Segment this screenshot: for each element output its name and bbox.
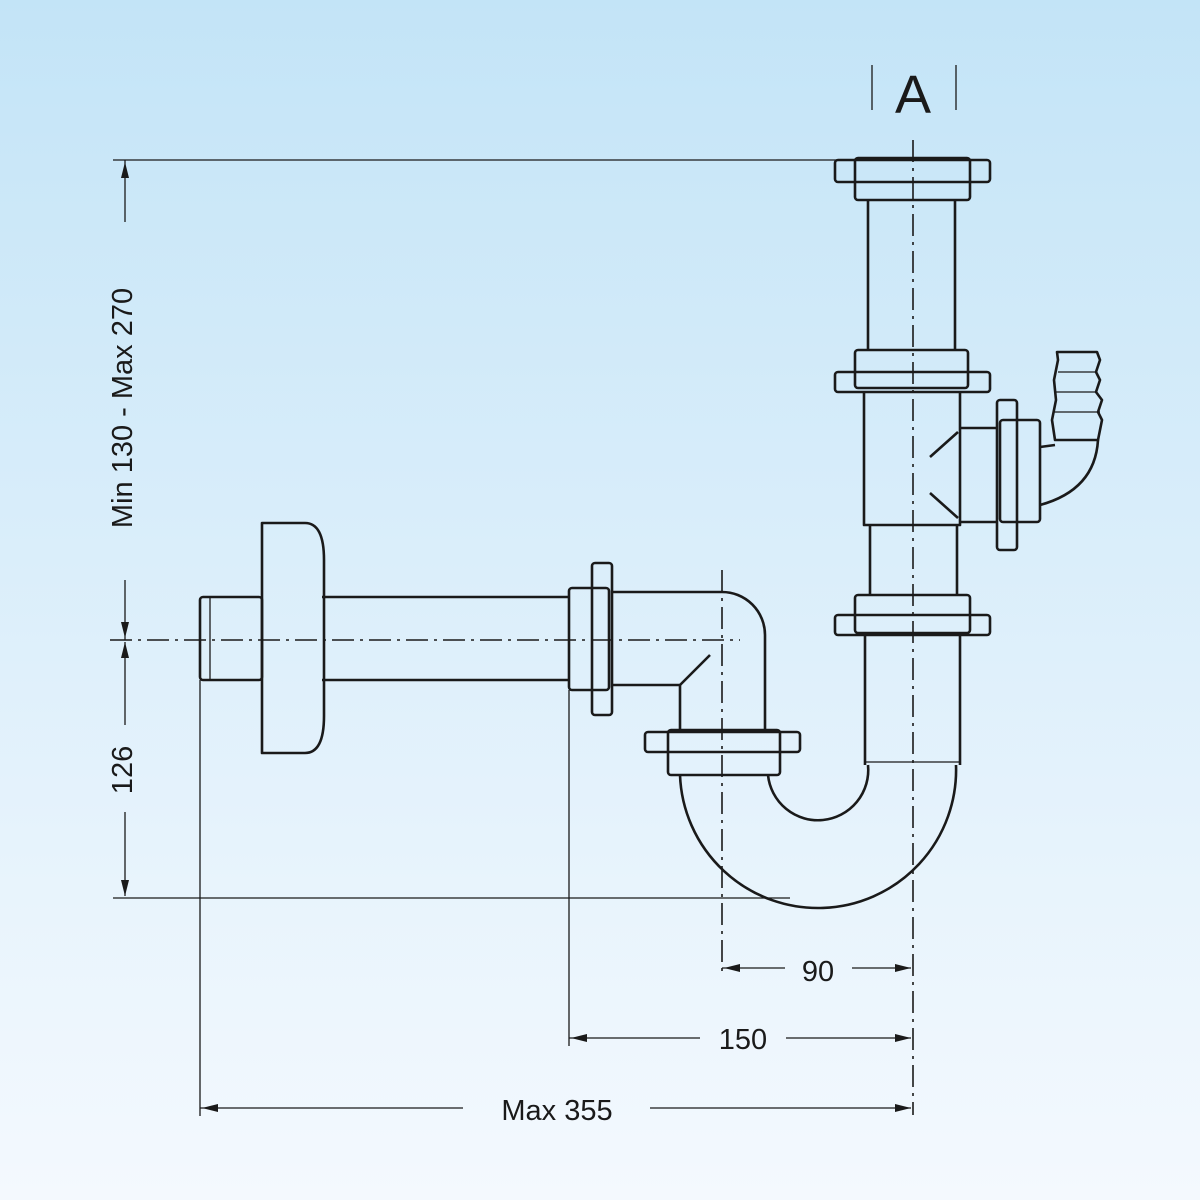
section-marker-a: A xyxy=(871,65,957,125)
section-label: A xyxy=(895,65,931,125)
centerlines xyxy=(110,140,914,1115)
lower-vertical-tube xyxy=(833,525,992,765)
horizontal-dimensions: 90 150 Max 355 xyxy=(200,956,911,1127)
sink-inlet xyxy=(833,156,992,350)
tee-connector xyxy=(862,392,1042,552)
outlet-elbow xyxy=(612,590,767,730)
outlet-height-label: 126 xyxy=(107,746,139,794)
horizontal-pipe xyxy=(322,595,569,682)
max-length-label: Max 355 xyxy=(501,1095,612,1127)
trap-nut xyxy=(643,728,802,777)
outlet-nut xyxy=(567,561,614,717)
hose-connector xyxy=(1039,350,1104,507)
trap-offset-label: 90 xyxy=(802,956,834,988)
height-dimension: Min 130 - Max 270 126 xyxy=(107,160,139,896)
wall-rosette xyxy=(198,521,326,755)
upper-nut xyxy=(833,348,992,394)
u-bend xyxy=(678,764,958,910)
extension-lines xyxy=(113,159,985,1116)
nut-offset-label: 150 xyxy=(719,1024,767,1056)
height-adjust-label: Min 130 - Max 270 xyxy=(107,288,139,528)
